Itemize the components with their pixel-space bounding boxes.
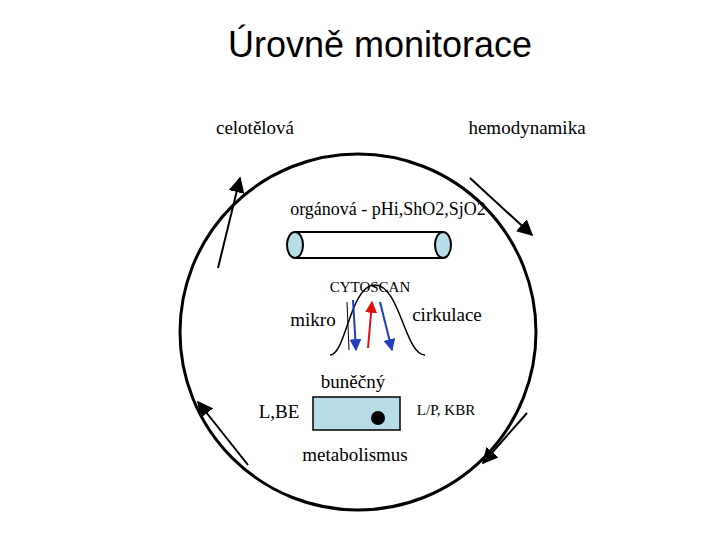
flow-arrow <box>353 300 356 350</box>
cycle-arrow <box>483 413 527 463</box>
bell-curve <box>330 285 425 355</box>
parameter-label: L,BE <box>259 402 300 423</box>
flow-arrow <box>380 302 392 350</box>
flow-arrow <box>368 302 372 348</box>
vessel-tube <box>287 232 451 258</box>
cycle-arrow <box>218 178 240 268</box>
flow-line <box>347 302 349 350</box>
level-label: metabolismus <box>302 445 408 466</box>
level-label: celotělová <box>216 118 294 139</box>
cycle-arrow <box>198 402 248 465</box>
level-label: hemodynamika <box>468 118 585 139</box>
cycle-circle <box>180 154 536 510</box>
diagram-title: Úrovně monitorace <box>228 25 532 65</box>
method-label: CYTOSCAN <box>330 279 411 296</box>
level-label: mikro <box>290 310 335 331</box>
cell-rect <box>313 397 400 430</box>
level-label: buněčný <box>321 372 385 393</box>
level-label: cirkulace <box>412 305 482 326</box>
parameter-label: L/P, KBR <box>417 402 475 419</box>
level-label: orgánová - pHi,ShO2,SjO2 <box>290 200 486 220</box>
cell-nucleus <box>371 411 385 425</box>
